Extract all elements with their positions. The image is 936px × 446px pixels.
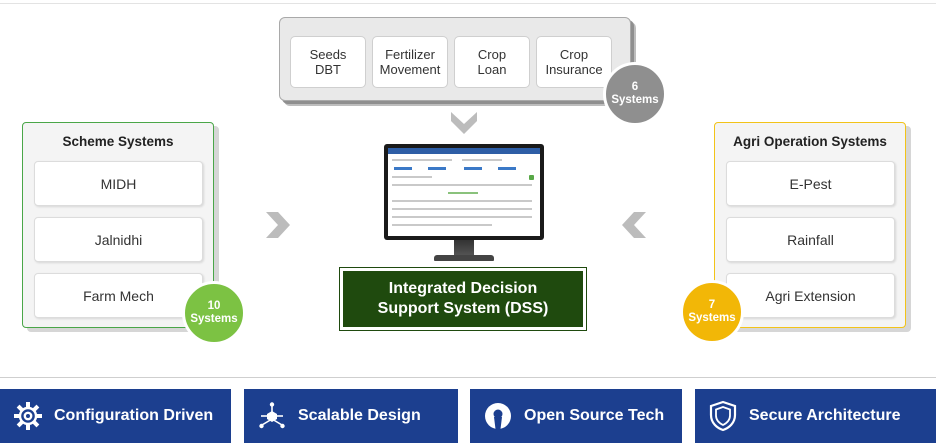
badge-count: 7 (708, 299, 716, 311)
gear-icon (6, 401, 50, 431)
agri-system-agri-extension: Agri Extension (726, 273, 895, 318)
feature-label: Scalable Design (298, 407, 421, 424)
left-chevron-icon (620, 210, 648, 240)
agri-operation-systems-panel: Agri Operation Systems E-Pest Rainfall A… (714, 122, 906, 328)
right-chevron-icon (264, 210, 292, 240)
shield-icon (701, 400, 745, 432)
badge-label: Systems (611, 94, 659, 106)
feature-open-source-tech: Open Source Tech (470, 389, 682, 443)
agri-operation-systems-title: Agri Operation Systems (733, 134, 887, 149)
top-system-crop-insurance: Crop Insurance (536, 36, 612, 88)
badge-count: 10 (207, 300, 221, 312)
agri-operation-systems-badge: 7 Systems (680, 280, 744, 344)
dss-title-box: Integrated Decision Support System (DSS) (339, 267, 587, 331)
feature-label: Secure Architecture (749, 407, 901, 424)
top-system-seeds-dbt: Seeds DBT (290, 36, 366, 88)
badge-count: 6 (631, 81, 639, 93)
scheme-systems-title: Scheme Systems (62, 134, 174, 149)
section-divider (0, 377, 936, 378)
top-system-crop-loan: Crop Loan (454, 36, 530, 88)
feature-secure-architecture: Secure Architecture (695, 389, 936, 443)
agri-system-rainfall: Rainfall (726, 217, 895, 262)
open-source-icon (476, 401, 520, 431)
feature-label: Configuration Driven (54, 407, 214, 424)
top-divider (0, 3, 936, 4)
monitor-screen (384, 144, 544, 240)
feature-label: Open Source Tech (524, 407, 665, 424)
scheme-system-jalnidhi: Jalnidhi (34, 217, 203, 262)
scheme-systems-badge: 10 Systems (182, 281, 246, 345)
feature-scalable-design: Scalable Design (244, 389, 458, 443)
dss-monitor-illustration (384, 144, 544, 268)
scheme-system-midh: MIDH (34, 161, 203, 206)
down-chevron-icon (449, 110, 479, 136)
top-systems-group: Seeds DBT Fertilizer Movement Crop Loan … (279, 17, 631, 101)
badge-label: Systems (190, 313, 238, 325)
agri-system-e-pest: E-Pest (726, 161, 895, 206)
top-system-fertilizer-movement: Fertilizer Movement (372, 36, 448, 88)
scheme-systems-panel: Scheme Systems MIDH Jalnidhi Farm Mech (22, 122, 214, 328)
top-systems-badge: 6 Systems (603, 62, 667, 126)
scheme-system-farm-mech: Farm Mech (34, 273, 203, 318)
badge-label: Systems (688, 312, 736, 324)
network-icon (250, 401, 294, 431)
feature-configuration-driven: Configuration Driven (0, 389, 231, 443)
